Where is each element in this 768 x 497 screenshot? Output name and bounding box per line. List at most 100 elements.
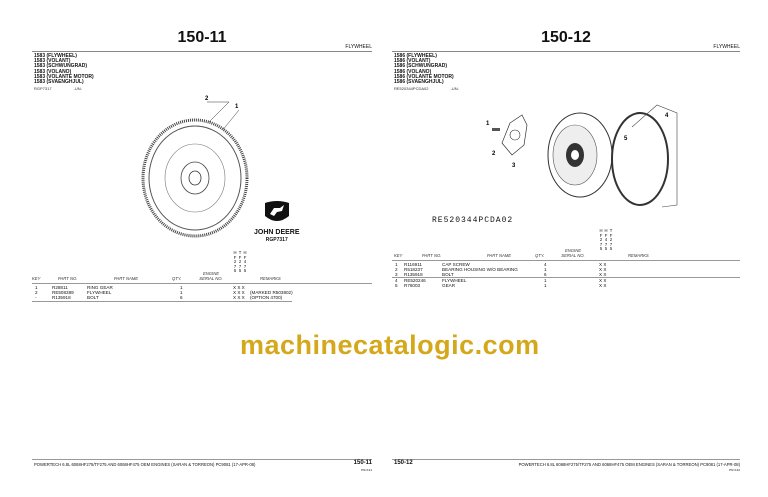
section-label: FLYWHEEL [345,44,372,50]
title-line: 1586 (FLYWHEEL) [394,53,437,59]
callout-1: 1 [486,121,490,127]
table-cell: 6 [180,295,183,300]
title-line: 1583 (SVAENGHJUL) [34,79,84,86]
page-left: 150-11 FLYWHEEL 1583 (FLYWHEEL) 1583 (VO… [32,0,372,497]
callout-2: 2 [205,96,209,102]
table-cell: R135918 [52,295,71,300]
watermark: machinecatalogic.com [240,330,540,360]
table-cell: 1 [544,278,547,283]
john-deere-logo: JOHN DEERE RGP7317 [254,200,300,243]
table-cell: R116911 [404,262,422,267]
title-line: 1583 (FLYWHEEL) [34,53,77,59]
table-cell: 6 [544,272,547,277]
table-cell: FLYWHEEL [442,278,467,283]
table-cell: BEARING HOUSING W/O BEARING [442,267,518,272]
col-qty: QTY. [535,253,545,258]
table-cell: X X X [233,295,245,300]
footer-rule [32,459,372,460]
page-number: 150-11 [177,29,227,46]
table-cell: BOLT [442,272,454,277]
table-cell: (MARKED R503802) [250,290,293,295]
title-line: 1583 (VOLANTE MOTOR) [34,73,94,80]
table-cell: X X [599,267,607,272]
table-cell: FLYWHEEL [87,290,112,295]
table-cell: - [35,295,37,300]
ref-tag: -UN- [450,86,459,91]
table-cell: 1 [180,285,183,290]
group-titles: 1586 (FLYWHEEL) 1586 (VOLANT) 1586 (SCHW… [394,53,454,86]
table-cell: X X X [233,290,245,295]
ref-tag: -UN- [73,86,83,91]
callout-4: 4 [665,113,669,119]
table-cell: 3 [395,272,398,277]
footer-pn: PN=132 [729,468,740,472]
col-key: KEY [394,253,403,258]
ref-code: RGP7317 [34,86,52,91]
title-line: 1586 (VOLANTE MOTOR) [394,73,454,80]
footer-text: POWERTECH 6.8L 6068HF275/TF275 AND 6068H… [518,462,740,467]
table-cell: X X [599,278,607,283]
table-cell: 1 [395,262,398,267]
footer-page-number: 150-11 [353,460,372,466]
table-cell: R76003 [404,283,421,288]
ref-code: RE520344PCDA02 [394,86,429,91]
table-cell: (OPTION 4700) [250,295,283,300]
logo-text: JOHN DEERE [254,229,300,236]
group-titles: 1583 (FLYWHEEL) 1583 (VOLANT) 1583 (SCHW… [34,53,94,86]
col-key: KEY [32,276,41,281]
table-cell: R28811 [52,285,68,290]
table-cell: R518237 [404,267,423,272]
footer-rule [392,459,740,460]
table-cell: 4 [544,262,547,267]
section-label: FLYWHEEL [713,44,740,50]
footer-pn: PN=131 [361,468,372,472]
header-rule [32,51,372,52]
header-rule [392,51,740,52]
table-row: 1 R116911 CAP SCREW 4 X X [392,262,740,267]
title-line: 1583 (VOLANT) [34,58,71,65]
table-cell: RE520246 [404,278,426,283]
deer-icon [264,201,289,221]
table-cell: CAP SCREW [442,262,470,267]
table-cell: 1 [180,290,183,295]
page-number: 150-12 [541,29,591,46]
table-cell: 2 [35,290,38,295]
title-line: 1583 (VOLANO) [34,68,72,75]
callout-1: 1 [235,104,239,110]
table-rule [392,277,740,278]
table-cell: RING GEAR [87,285,113,290]
flywheel-exploded-illustration: 1 4 5 2 3 [486,104,678,208]
col-part-name: PART NAME [114,276,139,281]
callout-3: 3 [512,163,516,169]
table-cell: X X [599,262,607,267]
title-line: 1586 (SVAENGHJUL) [394,79,444,86]
table-row: - R135918 BOLT 6 X X X (OPTION 4700) [32,295,372,300]
title-line: 1586 (VOLANO) [394,68,432,75]
illustration-ref: RGP7317 -UN- [34,87,82,91]
callout-2: 2 [492,151,496,157]
title-line: 1586 (SCHWUNGRAD) [394,63,448,70]
table-cell: BOLT [87,295,99,300]
table-cell: R135918 [404,272,423,277]
table-rule [32,301,292,302]
col-remarks: REMARKS [260,276,281,281]
title-line: 1586 (VOLANT) [394,58,431,65]
col-part-no: PART NO. [422,253,442,258]
page-right: 150-12 FLYWHEEL 1586 (FLYWHEEL) 1586 (VO… [392,0,740,497]
table-cell: 2 [395,267,398,272]
flywheel-illustration: 2 1 [141,96,249,238]
illustration-code: RGP7317 [265,237,288,243]
illustration-ref: RE520344PCDA02 -UN- [394,87,459,91]
col-part-name: PART NAME [487,253,512,258]
table-cell: 1 [544,283,547,288]
